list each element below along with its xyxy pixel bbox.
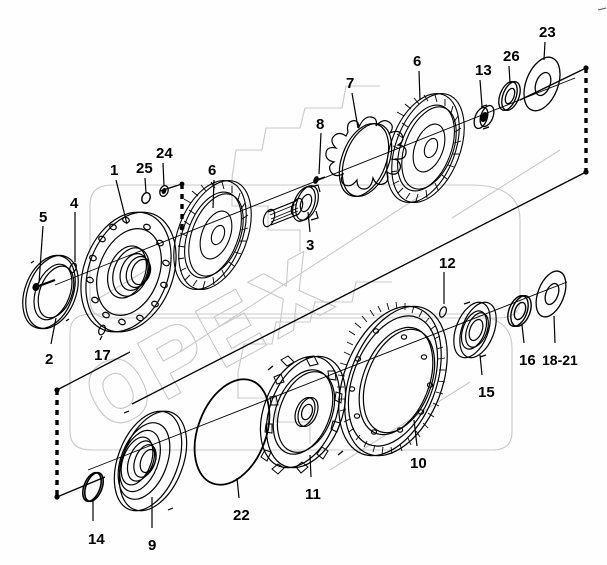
callout-9: 9 <box>148 537 157 554</box>
part-washer-24 <box>159 185 169 197</box>
part-shim-ring-26 <box>498 81 521 111</box>
part-snap-ring-14 <box>81 471 105 503</box>
callout-5: 5 <box>39 209 48 226</box>
part-ring-gear-10 <box>337 301 448 457</box>
bracket-node <box>583 169 589 175</box>
part-ball-bearing-15 <box>453 301 497 359</box>
part-friction-disc-6-left <box>173 180 252 290</box>
watermark-layer <box>69 85 561 471</box>
bracket-node <box>54 494 60 500</box>
callout-2: 2 <box>45 351 54 368</box>
part-o-ring-22 <box>193 378 271 486</box>
callout-16: 16 <box>519 352 536 369</box>
part-dowel-pin-4 <box>69 262 77 274</box>
callout-17: 17 <box>94 347 111 364</box>
part-hub-flange-1 <box>80 211 177 333</box>
assembly-axis-lower <box>87 281 568 471</box>
bracket-node <box>54 387 60 393</box>
callout-13: 13 <box>475 62 492 79</box>
bracket-node <box>583 65 589 71</box>
callout-1: 1 <box>110 162 119 179</box>
part-pin-17 <box>98 324 106 336</box>
part-oil-seal-2 <box>22 254 79 330</box>
callout-6-left: 6 <box>208 162 217 179</box>
callout-24: 24 <box>156 145 173 162</box>
callout-11: 11 <box>305 486 321 503</box>
callout-15: 15 <box>478 384 495 401</box>
callout-26: 26 <box>503 48 520 65</box>
part-separator-plate-7 <box>325 116 407 197</box>
assembly-bracket-lower-arm <box>56 351 131 498</box>
callout-6-right: 6 <box>413 53 422 70</box>
bracket-node <box>179 181 185 187</box>
callout-23: 23 <box>539 24 556 41</box>
callout-22: 22 <box>233 507 250 524</box>
callout-3: 3 <box>306 237 315 254</box>
part-splined-shaft-3 <box>262 184 321 228</box>
callout-7: 7 <box>346 75 355 92</box>
part-o-ring-25 <box>141 191 151 205</box>
part-converter-housing-11 <box>259 355 347 475</box>
corner-mark <box>597 7 607 11</box>
part-bolt-5 <box>32 278 56 292</box>
callout-10: 10 <box>410 455 427 472</box>
part-dowel-pin-12 <box>438 306 448 318</box>
callout-25: 25 <box>136 160 153 177</box>
leader-lines <box>38 41 556 528</box>
callout-8: 8 <box>316 116 325 133</box>
part-washer-set-18-21 <box>535 270 567 318</box>
assembly-bracket-upper-arm <box>131 67 587 405</box>
part-sleeve-bushing-13 <box>473 104 495 130</box>
part-thrust-washer-23 <box>523 56 561 112</box>
part-shim-ring-16 <box>507 295 532 327</box>
callout-14: 14 <box>88 531 105 548</box>
callout-18-21: 18-21 <box>542 352 578 368</box>
part-friction-disc-6-right <box>386 93 465 203</box>
part-roll-pin-8 <box>313 176 326 184</box>
part-pulley-damper-9 <box>113 410 188 512</box>
callout-4: 4 <box>70 195 79 212</box>
callout-12: 12 <box>439 255 456 272</box>
